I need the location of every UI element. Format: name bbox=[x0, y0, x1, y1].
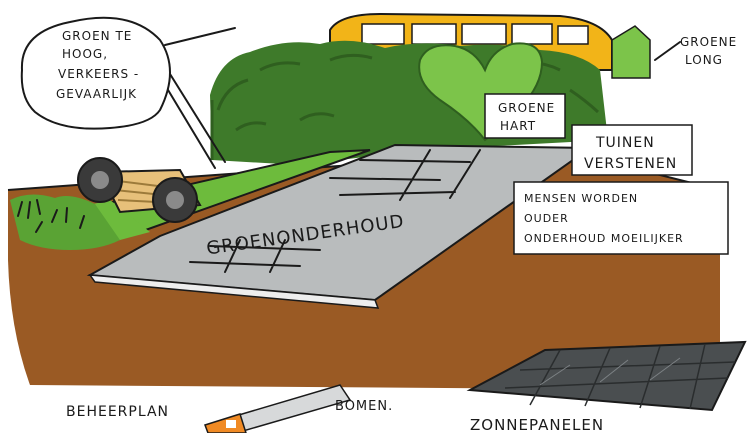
mensen-text-3: ONDERHOUD MOEILIJKER bbox=[524, 232, 684, 245]
svg-text:TUINEN: TUINEN bbox=[595, 135, 655, 151]
groene-hart-text-2: HART bbox=[500, 119, 536, 133]
tuinen-text-1: TUINEN bbox=[595, 135, 655, 151]
svg-text:GROENE: GROENE bbox=[498, 101, 555, 115]
label-tuinen-verstenen: TUINEN VERSTENEN bbox=[572, 125, 692, 175]
groene-long-text-2: LONG bbox=[685, 53, 723, 67]
svg-text:GROENE: GROENE bbox=[680, 35, 737, 49]
label-groene-long: GROENE LONG bbox=[612, 26, 737, 78]
svg-text:LONG: LONG bbox=[685, 53, 723, 67]
bubble-text-4: GEVAARLIJK bbox=[56, 87, 137, 101]
bubble-text-1: GROEN TE bbox=[62, 29, 132, 43]
label-mensen-ouder: MENSEN WORDEN OUDER ONDERHOUD MOEILIJKER bbox=[514, 182, 728, 254]
svg-text:ONDERHOUD MOEILIJKER: ONDERHOUD MOEILIJKER bbox=[524, 232, 684, 245]
svg-text:MENSEN WORDEN: MENSEN WORDEN bbox=[524, 192, 638, 205]
svg-text:OUDER: OUDER bbox=[524, 212, 569, 225]
mensen-text-2: OUDER bbox=[524, 212, 569, 225]
svg-text:HART: HART bbox=[500, 119, 536, 133]
bubble-text-2: HOOG, bbox=[62, 47, 108, 61]
mensen-text-1: MENSEN WORDEN bbox=[524, 192, 638, 205]
beheerplan-text: BEHEERPLAN bbox=[66, 404, 169, 420]
saw bbox=[205, 385, 350, 433]
label-groene-hart: GROENE HART bbox=[485, 94, 565, 138]
bomen-text: BOMEN. bbox=[335, 399, 393, 414]
speech-bubble: GROEN TE HOOG, VERKEERS - GEVAARLIJK bbox=[22, 18, 235, 129]
bubble-text-3: VERKEERS - bbox=[58, 67, 139, 81]
zonnepanelen-text: ZONNEPANELEN bbox=[470, 416, 604, 433]
groene-hart-text-1: GROENE bbox=[498, 101, 555, 115]
tuinen-text-2: VERSTENEN bbox=[584, 156, 677, 172]
groene-long-text-1: GROENE bbox=[680, 35, 737, 49]
svg-text:VERSTENEN: VERSTENEN bbox=[584, 156, 677, 172]
